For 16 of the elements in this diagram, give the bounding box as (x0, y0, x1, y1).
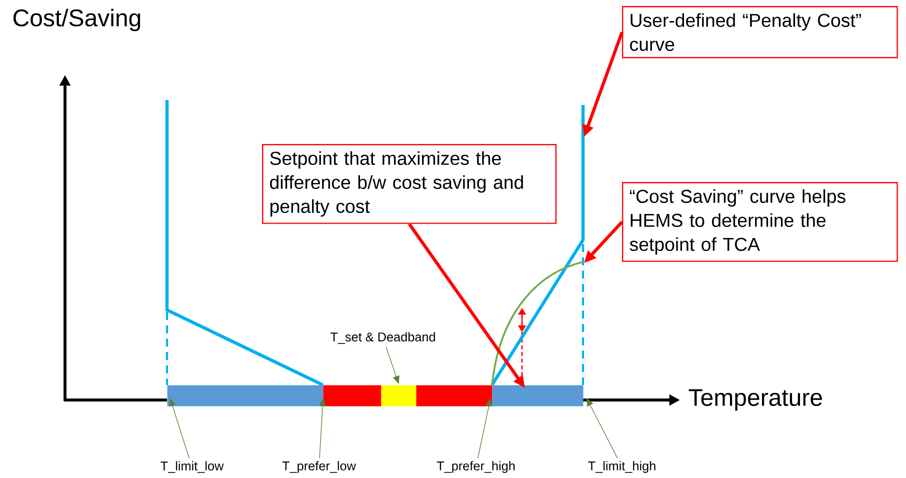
callout-box: User-defined “Penalty Cost” curve (622, 6, 898, 58)
bar-segment (416, 385, 492, 406)
point-label: T_limit_low (160, 461, 224, 473)
leader-line (386, 346, 400, 384)
axis-label: Cost/Saving (13, 8, 140, 32)
leader-line (586, 398, 618, 458)
bar-segment (492, 385, 584, 406)
point-label: T_prefer_low (282, 461, 356, 473)
bar-segment (381, 385, 416, 406)
bar-segment (167, 385, 324, 406)
bar-segment (323, 385, 382, 406)
point-label: T_prefer_high (436, 461, 515, 473)
point-label: T_limit_high (588, 461, 656, 473)
callout-box: “Cost Saving” curve helps HEMS to determine the setpoint of TCA (622, 182, 898, 262)
axis-label: Temperature (688, 389, 822, 411)
penalty-cost-curve (165, 98, 585, 387)
